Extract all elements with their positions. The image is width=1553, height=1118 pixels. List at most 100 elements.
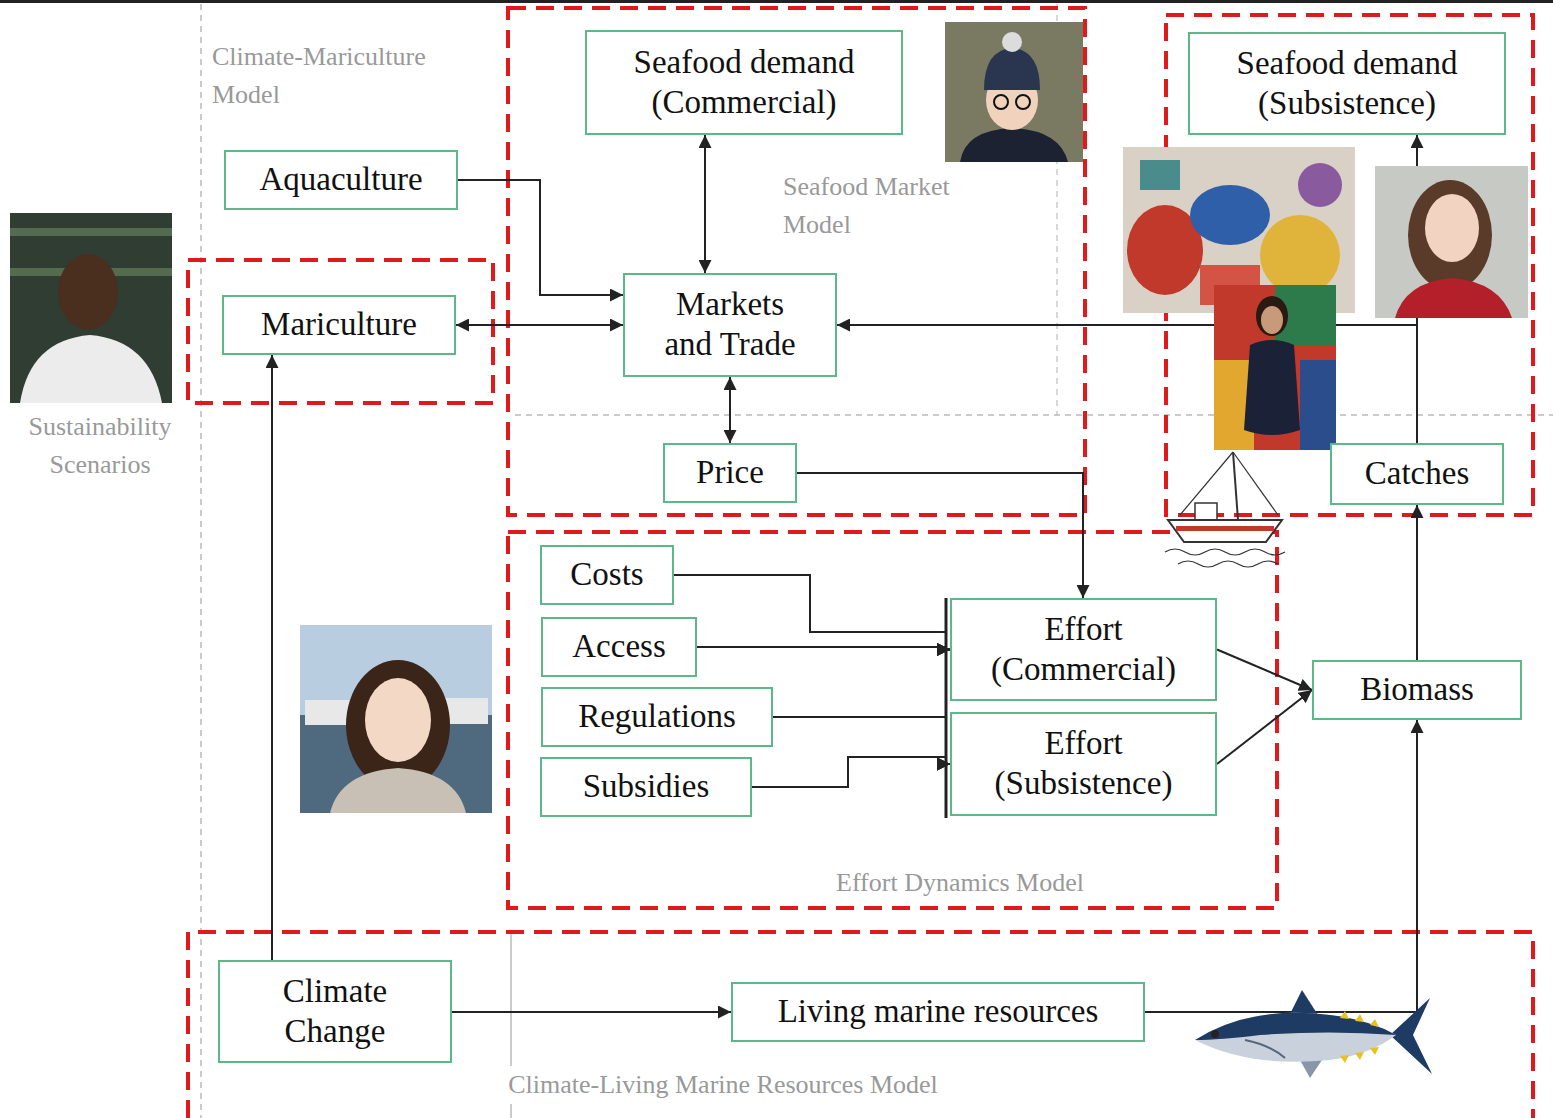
model-box: Costs <box>540 545 674 605</box>
box-label: Effort (Commercial) <box>964 610 1203 689</box>
photo-detail <box>1260 215 1340 295</box>
photo-detail <box>1190 185 1270 245</box>
model-box: Climate Change <box>218 960 452 1063</box>
water-waves <box>1165 549 1285 555</box>
model-region <box>188 260 493 403</box>
photo-detail <box>440 698 488 724</box>
connector-arrow <box>452 1011 731 1013</box>
connector-arrow <box>1416 505 1418 660</box>
photo-detail <box>1298 163 1342 207</box>
model-region <box>508 532 1277 908</box>
model-region <box>508 8 1085 515</box>
model-box: Mariculture <box>222 295 456 355</box>
connector-arrow <box>1217 690 1312 764</box>
top-rule <box>0 0 1553 3</box>
merge-bar <box>945 598 948 818</box>
person-photo <box>10 213 172 403</box>
boat-rigging <box>1180 452 1233 515</box>
photo-figure <box>1395 278 1512 318</box>
photo-figure <box>346 660 450 790</box>
model-name-label: Seafood Market Model <box>779 168 975 243</box>
fish-fin <box>1290 990 1318 1015</box>
photo-figure <box>1261 306 1283 334</box>
connector-arrow <box>752 757 950 787</box>
box-label: Seafood demand (Commercial) <box>599 43 889 122</box>
box-label: Seafood demand (Subsistence) <box>1202 44 1492 123</box>
model-box: Subsidies <box>540 757 752 817</box>
box-label: Aquaculture <box>259 160 422 200</box>
box-label: Mariculture <box>261 305 417 345</box>
person-photo <box>1214 285 1336 450</box>
photo-detail <box>1300 360 1336 450</box>
photo-figure <box>986 70 1038 130</box>
photo-figure <box>1002 32 1022 52</box>
connector-arrow <box>674 575 950 650</box>
photo-figure <box>994 95 1008 109</box>
photo-background <box>10 213 172 403</box>
connector-arrow <box>458 180 623 295</box>
boat-sketch <box>1165 452 1285 567</box>
fish-tail <box>1390 998 1432 1074</box>
connector-arrow <box>837 325 1417 443</box>
photo-figure <box>984 48 1040 90</box>
photo-figure <box>20 335 162 403</box>
connector-arrow <box>704 135 706 273</box>
photo-background <box>1214 285 1336 450</box>
photo-figure <box>1016 95 1030 109</box>
photo-detail <box>1200 265 1260 305</box>
model-name-label: Sustainability Scenarios <box>2 408 198 483</box>
photo-figure <box>365 678 431 762</box>
boat-rigging <box>1233 452 1278 515</box>
model-box: Living marine resources <box>731 982 1145 1042</box>
person-photo <box>1375 166 1528 318</box>
photo-figure <box>1408 180 1492 290</box>
model-box: Effort (Commercial) <box>950 598 1217 701</box>
connector-arrow <box>1416 135 1418 443</box>
boat-cabin <box>1195 503 1217 520</box>
photo-background <box>1123 147 1355 313</box>
photo-figure <box>1244 340 1300 435</box>
box-label: Living marine resources <box>778 992 1099 1032</box>
box-label: Effort (Subsistence) <box>964 724 1203 803</box>
photo-figure <box>960 128 1068 162</box>
connector-arrow <box>729 377 731 443</box>
model-box: Biomass <box>1312 660 1522 720</box>
photo-detail <box>1140 160 1180 190</box>
photo-detail <box>1214 360 1254 450</box>
box-label: Access <box>572 627 665 667</box>
connector-arrow <box>773 650 950 718</box>
photo-detail <box>1127 205 1203 295</box>
fish-fin <box>1245 1040 1285 1058</box>
model-region <box>188 932 1533 1118</box>
fish-body <box>1195 1013 1396 1062</box>
model-name-label: Climate-Living Marine Resources Model <box>436 1066 1010 1104</box>
fish-back <box>1195 1013 1396 1040</box>
person-photo <box>300 625 492 813</box>
boat-stripe <box>1176 526 1274 531</box>
painting-image <box>1123 147 1355 313</box>
box-label: Climate Change <box>260 972 410 1051</box>
model-box: Regulations <box>541 687 773 747</box>
fish-finlets <box>1340 1011 1379 1063</box>
photo-detail <box>10 268 172 276</box>
connector-arrow <box>1217 650 1312 691</box>
photo-detail <box>305 700 360 725</box>
fish-eye <box>1211 1030 1219 1038</box>
model-box: Access <box>541 617 697 677</box>
water-waves <box>1178 561 1278 567</box>
model-box: Price <box>663 443 797 503</box>
model-box: Seafood demand (Commercial) <box>585 30 903 135</box>
person-photo <box>945 22 1083 162</box>
region-divider <box>1056 4 1058 415</box>
model-name-label: Climate-Mariculture Model <box>208 38 500 113</box>
connector-arrow <box>797 473 1083 598</box>
model-box: Catches <box>1330 443 1504 505</box>
connector-arrow <box>456 324 623 326</box>
photo-detail <box>1275 285 1336 345</box>
photo-figure <box>58 254 118 330</box>
region-divider <box>515 414 1553 416</box>
model-region <box>1166 15 1533 515</box>
box-label: Biomass <box>1360 670 1474 710</box>
box-label: Costs <box>570 555 643 595</box>
